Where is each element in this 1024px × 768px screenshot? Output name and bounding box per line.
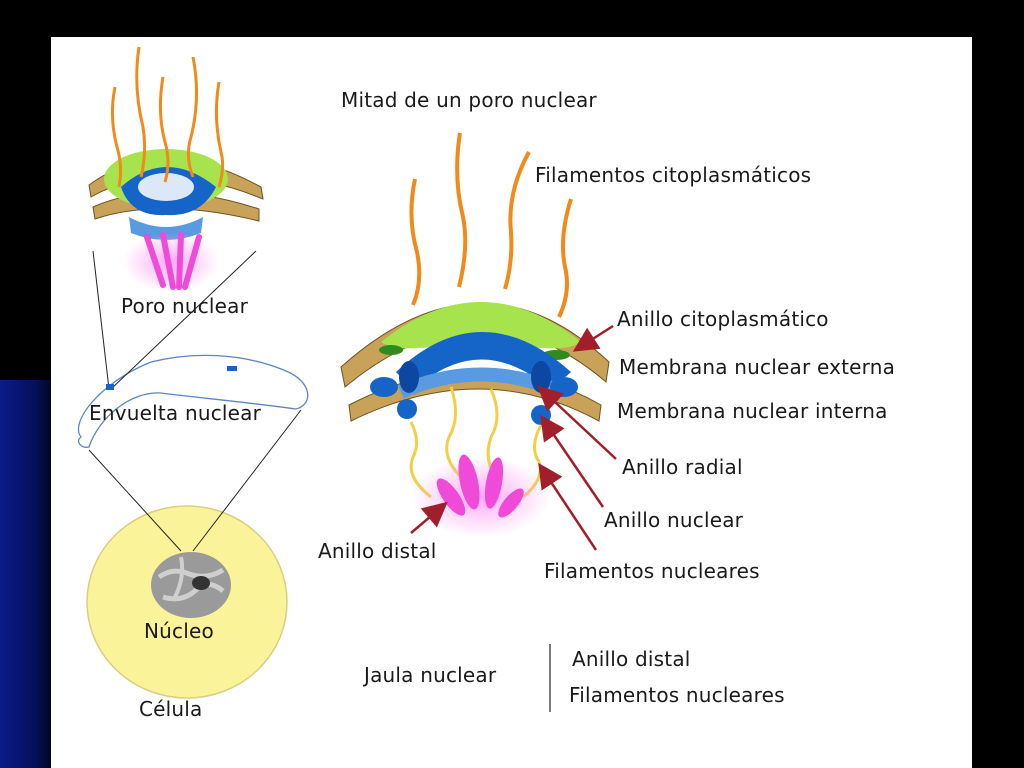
cell-label: Célula xyxy=(139,697,203,721)
zoom-line xyxy=(88,449,182,552)
zoom-line xyxy=(92,250,110,390)
half-pore-illustration xyxy=(340,132,610,537)
nuclear-ring xyxy=(396,332,571,384)
nucleus-label: Núcleo xyxy=(144,619,214,643)
basket-distal-ring-label: Anillo distal xyxy=(572,647,691,671)
cytoplasmic-filament xyxy=(557,198,573,318)
envelope-pore-mark xyxy=(106,384,114,390)
cytoplasmic-filaments-label: Filamentos citoplasmáticos xyxy=(535,163,812,187)
cytoplasmic-ring xyxy=(381,302,581,349)
cytoplasmic-filament xyxy=(455,132,468,288)
cell-illustration xyxy=(86,409,302,699)
nuclear-basket-label: Jaula nuclear xyxy=(364,663,497,687)
nuclear-filaments-label: Filamentos nucleares xyxy=(544,559,760,583)
nucleolus xyxy=(192,576,210,590)
basket-nuclear-filaments-label: Filamentos nucleares xyxy=(569,683,785,707)
nuclear-pore-label: Poro nuclear xyxy=(121,294,249,318)
cytoplasmic-ring-label: Anillo citoplasmático xyxy=(617,307,829,331)
nucleus-shape xyxy=(151,552,231,618)
nuclear-envelope-label: Envuelta nuclear xyxy=(89,401,262,425)
zoom-line xyxy=(192,409,302,552)
distal-ring-label: Anillo distal xyxy=(318,539,437,563)
label-arrows xyxy=(410,324,617,551)
half-pore-title: Mitad de un poro nuclear xyxy=(341,88,597,112)
envelope-illustration xyxy=(77,250,309,448)
distal-ring xyxy=(436,454,524,518)
envelope-pore-mark xyxy=(227,366,237,371)
envelope-outline xyxy=(77,354,309,448)
background-blue-gradient xyxy=(0,380,60,768)
small-pore-illustration xyxy=(88,46,264,292)
zoom-line xyxy=(110,250,257,390)
nuclear-ring-label: Anillo nuclear xyxy=(604,508,744,532)
outer-membrane-label: Membrana nuclear externa xyxy=(619,355,896,379)
cytoplasmic-filament xyxy=(409,178,422,306)
cytoplasmic-filament xyxy=(503,151,531,290)
slide: Mitad de un poro nuclear Filamentos cito… xyxy=(51,37,972,768)
inner-membrane-label: Membrana nuclear interna xyxy=(617,399,888,423)
radial-ring-label: Anillo radial xyxy=(622,455,743,479)
nuclear-pore-diagram xyxy=(77,46,617,712)
